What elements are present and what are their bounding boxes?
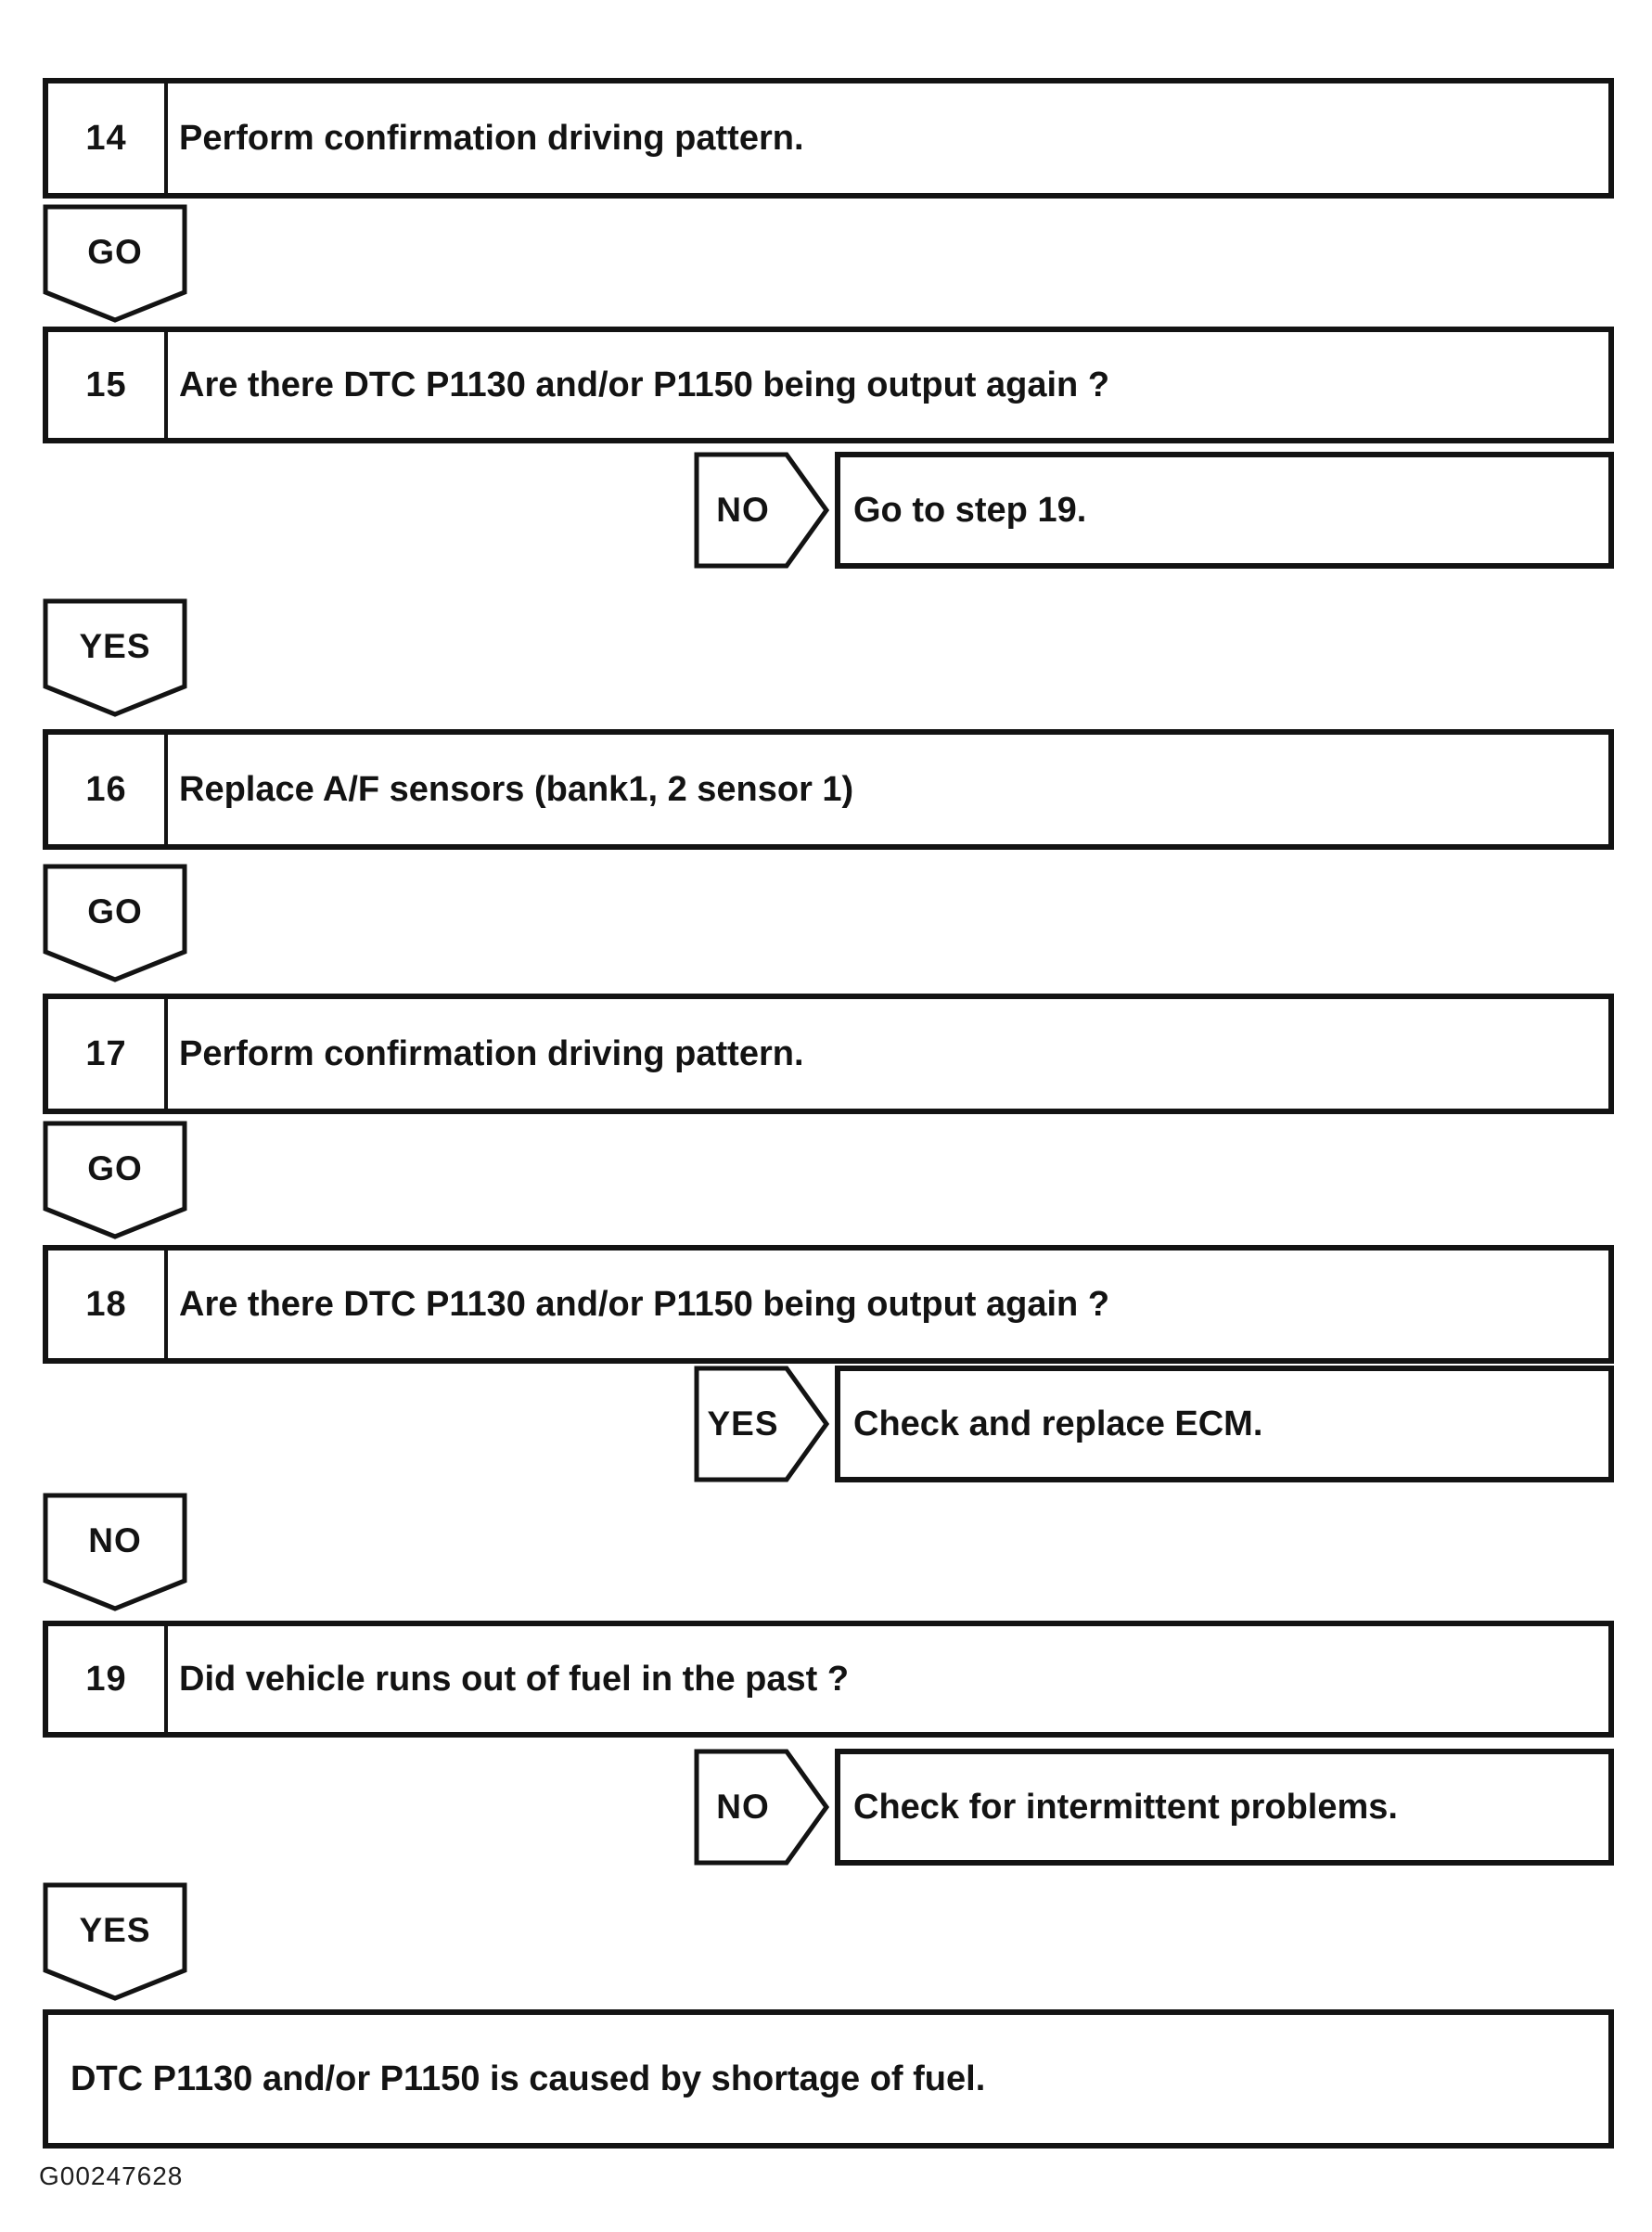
step-number: 17: [48, 999, 168, 1109]
connector-label: GO: [87, 1149, 143, 1187]
step-number: 18: [48, 1251, 168, 1358]
step-text: Replace A/F sensors (bank1, 2 sensor 1): [179, 769, 854, 809]
go-connector-2: GO: [43, 864, 187, 982]
down-arrow-icon: [43, 1121, 187, 1239]
right-arrow-icon: [694, 452, 829, 569]
step-box-17: 17 Perform confirmation driving pattern.: [43, 994, 1614, 1114]
figure-id-label: G00247628: [39, 2161, 184, 2190]
step-number: 14: [48, 83, 168, 193]
connector-label: YES: [79, 1911, 151, 1949]
branch-result-text: Check for intermittent problems.: [853, 1787, 1398, 1827]
go-connector-1: GO: [43, 204, 187, 323]
branch-label: NO: [716, 491, 770, 529]
right-arrow-icon: [694, 1366, 829, 1482]
terminal-box: DTC P1130 and/or P1150 is caused by shor…: [43, 2009, 1614, 2149]
down-arrow-icon: [43, 204, 187, 323]
branch-result-box-2: Check and replace ECM.: [835, 1366, 1614, 1482]
down-arrow-icon: [43, 1882, 187, 2001]
down-arrow-icon: [43, 1493, 187, 1611]
branch-no-tag-2: NO: [694, 1749, 829, 1866]
step-number: 16: [48, 735, 168, 844]
step-number: 19: [48, 1626, 168, 1732]
branch-no-tag-1: NO: [694, 452, 829, 569]
yes-connector-1: YES: [43, 598, 187, 717]
branch-label: NO: [716, 1788, 770, 1826]
step-text: Are there DTC P1130 and/or P1150 being o…: [179, 1284, 1110, 1324]
yes-connector-2: YES: [43, 1882, 187, 2001]
no-connector-1: NO: [43, 1493, 187, 1611]
right-arrow-icon: [694, 1749, 829, 1866]
branch-result-box-1: Go to step 19.: [835, 452, 1614, 569]
branch-result-box-3: Check for intermittent problems.: [835, 1749, 1614, 1866]
connector-label: GO: [87, 233, 143, 271]
connector-label: NO: [88, 1521, 142, 1559]
step-text: Are there DTC P1130 and/or P1150 being o…: [179, 365, 1110, 404]
branch-label: YES: [707, 1405, 779, 1443]
go-connector-3: GO: [43, 1121, 187, 1239]
down-arrow-icon: [43, 598, 187, 717]
step-text: Did vehicle runs out of fuel in the past…: [179, 1659, 850, 1699]
step-box-19: 19 Did vehicle runs out of fuel in the p…: [43, 1621, 1614, 1738]
step-text: Perform confirmation driving pattern.: [179, 1033, 804, 1073]
down-arrow-icon: [43, 864, 187, 982]
step-number: 15: [48, 332, 168, 438]
branch-result-text: Go to step 19.: [853, 490, 1087, 530]
step-box-15: 15 Are there DTC P1130 and/or P1150 bein…: [43, 327, 1614, 443]
terminal-text: DTC P1130 and/or P1150 is caused by shor…: [70, 2059, 986, 2098]
branch-result-text: Check and replace ECM.: [853, 1404, 1263, 1443]
step-box-16: 16 Replace A/F sensors (bank1, 2 sensor …: [43, 729, 1614, 850]
branch-yes-tag-1: YES: [694, 1366, 829, 1482]
step-box-18: 18 Are there DTC P1130 and/or P1150 bein…: [43, 1245, 1614, 1364]
connector-label: YES: [79, 627, 151, 665]
step-text: Perform confirmation driving pattern.: [179, 118, 804, 158]
step-box-14: 14 Perform confirmation driving pattern.: [43, 78, 1614, 199]
connector-label: GO: [87, 892, 143, 930]
